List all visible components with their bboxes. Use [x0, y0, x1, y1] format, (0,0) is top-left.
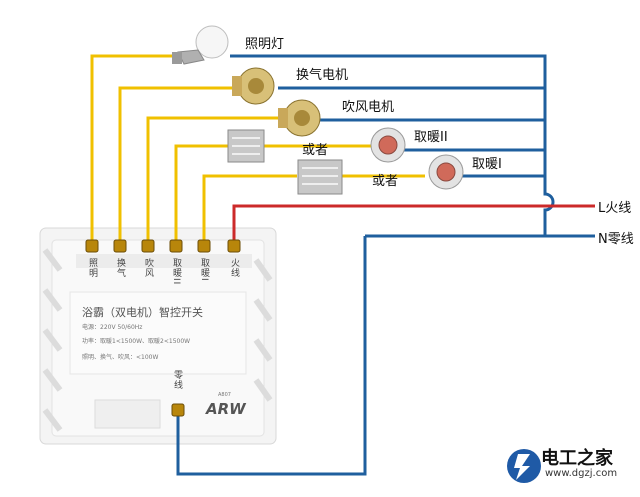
- site-logo-icon: [507, 449, 541, 483]
- switch-spec-power: 功率：取暖1<1500W、取暖2<1500W: [82, 338, 191, 345]
- vent-motor-label: 换气电机: [296, 68, 349, 83]
- terminal-label-vent: 换气: [115, 258, 125, 278]
- live-wiring: [232, 204, 595, 244]
- heater-module-upper: [227, 129, 265, 163]
- site-logo-name: 电工之家: [541, 448, 613, 469]
- or-label-lower: 或者: [372, 174, 399, 189]
- terminal-label-heat1: 取暖I: [199, 258, 209, 282]
- site-logo-url: www.dgzj.com: [545, 468, 618, 479]
- neutral-wiring: [176, 54, 595, 476]
- terminal-label-neutral: 零线: [172, 370, 182, 390]
- switch-panel: [39, 227, 277, 445]
- terminal-screws: [85, 239, 241, 417]
- heat-lamp-2: [370, 127, 406, 163]
- terminal-label-blow: 吹风: [143, 258, 153, 278]
- switch-spec-voltage: 电源：220V 50/60Hz: [82, 324, 143, 331]
- blow-motor-label: 吹风电机: [342, 100, 395, 115]
- heat2-label: 取暖II: [414, 130, 448, 145]
- switch-brand: ARW: [206, 400, 246, 418]
- switch-title: 浴霸（双电机）智控开关: [82, 306, 203, 319]
- terminal-label-lamp: 照明: [87, 258, 97, 278]
- switch-spec-other: 照明、换气、吹风：<100W: [82, 354, 159, 361]
- terminal-label-heat2: 取暖II: [171, 258, 181, 286]
- lamp-bulb: [172, 25, 229, 65]
- live-wire-label: L火线: [598, 201, 632, 216]
- or-label-upper: 或者: [302, 143, 329, 158]
- terminal-label-live: 火线: [229, 258, 239, 278]
- heater-module-lower: [297, 159, 343, 195]
- heat-lamp-1: [428, 154, 464, 190]
- load-wiring: [90, 54, 425, 244]
- site-logo: 电工之家 www.dgzj.com: [505, 440, 635, 490]
- heat1-label: 取暖I: [472, 157, 502, 172]
- blow-motor: [278, 99, 321, 137]
- neutral-wire-label: N零线: [598, 232, 634, 247]
- lamp-label: 照明灯: [245, 37, 285, 52]
- switch-model: A807: [218, 392, 231, 398]
- vent-motor: [232, 67, 275, 105]
